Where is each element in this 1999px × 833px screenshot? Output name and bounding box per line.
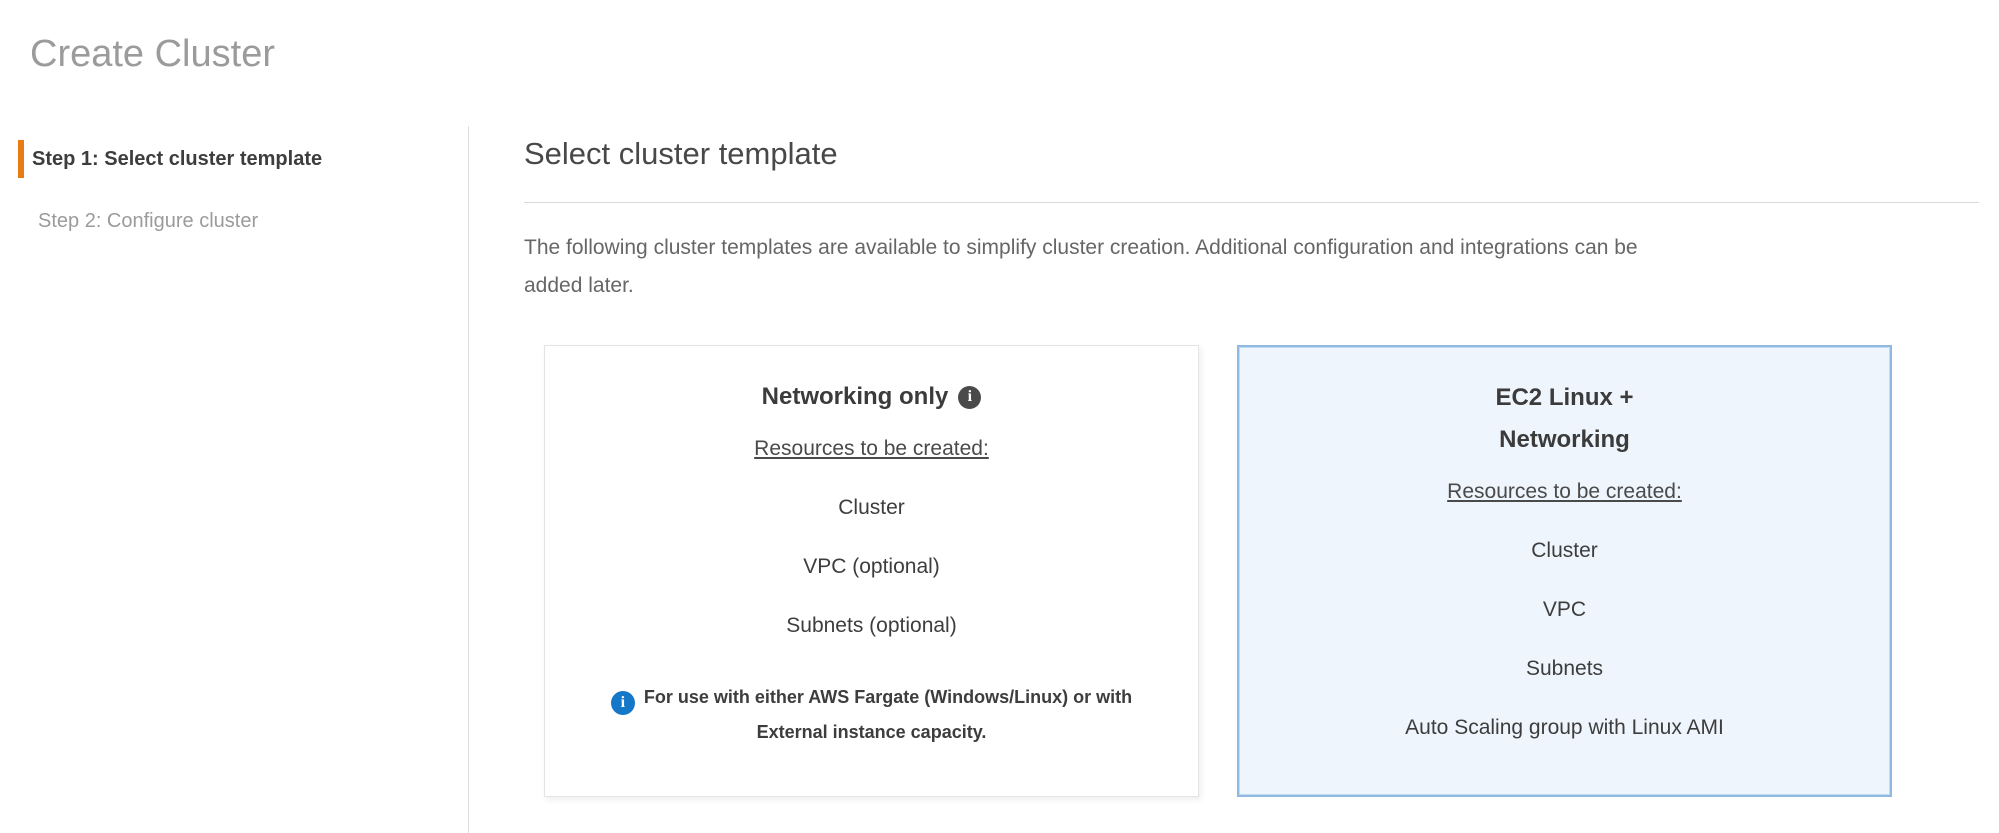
resources-label: Resources to be created: [1447, 480, 1682, 503]
card-note-text: For use with either AWS Fargate (Windows… [643, 687, 1133, 742]
description-line-2: added later. [524, 274, 634, 297]
resource-item: VPC [1542, 598, 1587, 621]
template-cards-row: Networking only i Resources to be create… [544, 345, 1979, 797]
wizard-steps-sidebar: Step 1: Select cluster template Step 2: … [0, 126, 469, 833]
sidebar-item-step-1[interactable]: Step 1: Select cluster template [0, 140, 468, 178]
step-label: Step 1: Select cluster template [32, 148, 323, 170]
resource-item: Subnets [1525, 657, 1604, 680]
section-heading: Select cluster template [524, 136, 838, 171]
step-label: Step 2: Configure cluster [38, 210, 259, 232]
card-title: Networking only i [762, 376, 982, 418]
resources-label: Resources to be created: [754, 437, 989, 460]
card-title-text: Networking only [761, 383, 949, 410]
section-description: The following cluster templates are avai… [524, 229, 1979, 305]
main-panel: Select cluster template The following cl… [469, 126, 1999, 833]
resource-item: Cluster [1531, 539, 1598, 562]
resource-item: Auto Scaling group with Linux AMI [1405, 716, 1724, 739]
resource-item: VPC (optional) [803, 555, 940, 578]
template-card-ec2-linux-networking[interactable]: EC2 Linux + Networking Resources to be c… [1237, 345, 1892, 797]
active-step-marker [18, 140, 24, 178]
resource-item: Subnets (optional) [786, 614, 957, 637]
sidebar-item-step-2[interactable]: Step 2: Configure cluster [0, 202, 468, 240]
wizard-layout: Step 1: Select cluster template Step 2: … [0, 126, 1999, 833]
description-line-1: The following cluster templates are avai… [524, 236, 1638, 259]
card-title-text: EC2 Linux + Networking [1495, 384, 1634, 453]
resource-item: Cluster [838, 496, 905, 519]
card-title: EC2 Linux + Networking [1495, 377, 1633, 461]
template-card-networking-only[interactable]: Networking only i Resources to be create… [544, 345, 1199, 797]
info-icon: i [610, 690, 635, 715]
page-title: Create Cluster [30, 33, 275, 75]
info-icon[interactable]: i [958, 385, 982, 409]
heading-divider [524, 202, 1979, 203]
card-note: i For use with either AWS Fargate (Window… [592, 680, 1152, 750]
